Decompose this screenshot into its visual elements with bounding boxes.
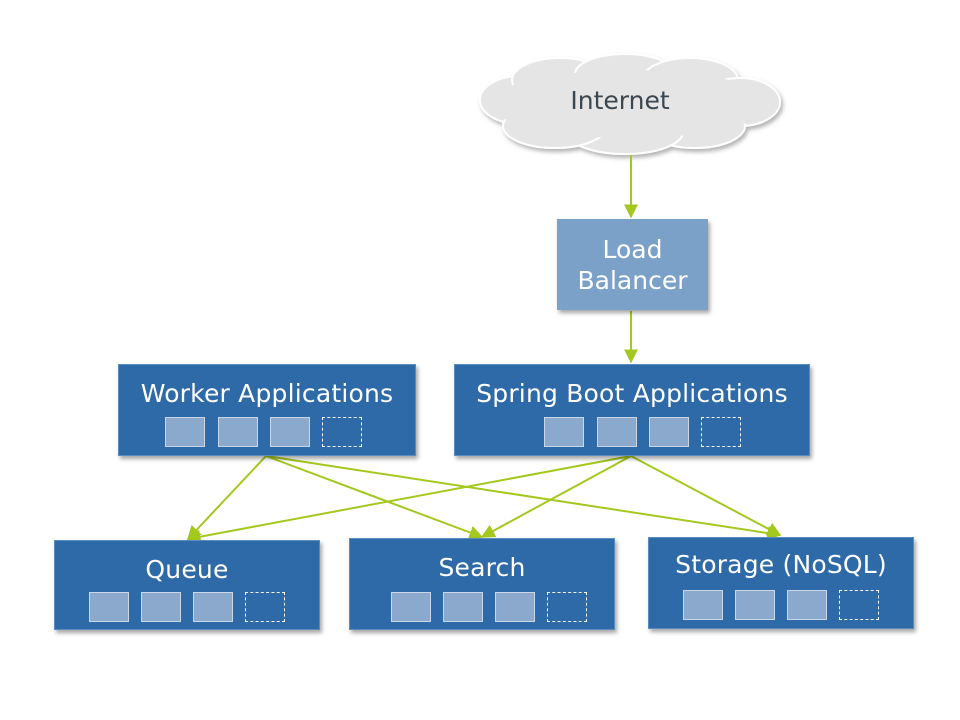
storage-instance-3 — [787, 590, 827, 620]
search-box[interactable]: Search — [349, 538, 615, 630]
load-balancer-box[interactable]: Load Balancer — [557, 219, 708, 310]
queue-label: Queue — [145, 555, 229, 584]
spring-instance-2 — [597, 417, 637, 447]
arrow-spring-to-storage — [630, 455, 782, 536]
queue-instance-placeholder — [245, 592, 285, 622]
arrow-spring-to-search — [480, 455, 632, 538]
connectors — [186, 155, 782, 544]
arrow-spring-to-queue — [186, 455, 632, 544]
storage-instance-2 — [735, 590, 775, 620]
search-label: Search — [438, 553, 526, 582]
storage-instance-1 — [683, 590, 723, 620]
search-instance-2 — [443, 592, 483, 622]
spring-boot-applications-box[interactable]: Spring Boot Applications — [454, 364, 810, 456]
queue-instance-1 — [89, 592, 129, 622]
arrow-worker-to-queue — [187, 455, 267, 541]
load-balancer-label: Load Balancer — [577, 234, 688, 295]
queue-instance-2 — [141, 592, 181, 622]
worker-applications-box[interactable]: Worker Applications — [118, 364, 416, 456]
search-instance-1 — [391, 592, 431, 622]
arrow-worker-to-storage — [265, 455, 782, 541]
worker-applications-label: Worker Applications — [140, 379, 394, 408]
queue-box[interactable]: Queue — [54, 540, 320, 630]
spring-instance-3 — [649, 417, 689, 447]
internet-cloud-icon — [479, 53, 781, 155]
arrow-worker-to-search — [265, 455, 484, 540]
storage-box[interactable]: Storage (NoSQL) — [648, 537, 914, 629]
worker-instance-2 — [218, 417, 258, 447]
internet-label: Internet — [570, 86, 670, 115]
worker-instance-placeholder — [322, 417, 362, 447]
spring-instance-placeholder — [701, 417, 741, 447]
spring-boot-applications-label: Spring Boot Applications — [476, 379, 788, 408]
search-instance-3 — [495, 592, 535, 622]
queue-instance-3 — [193, 592, 233, 622]
worker-instance-1 — [165, 417, 205, 447]
search-instance-placeholder — [547, 592, 587, 622]
worker-instance-3 — [270, 417, 310, 447]
storage-instance-placeholder — [839, 590, 879, 620]
storage-label: Storage (NoSQL) — [675, 550, 887, 579]
spring-instance-1 — [544, 417, 584, 447]
